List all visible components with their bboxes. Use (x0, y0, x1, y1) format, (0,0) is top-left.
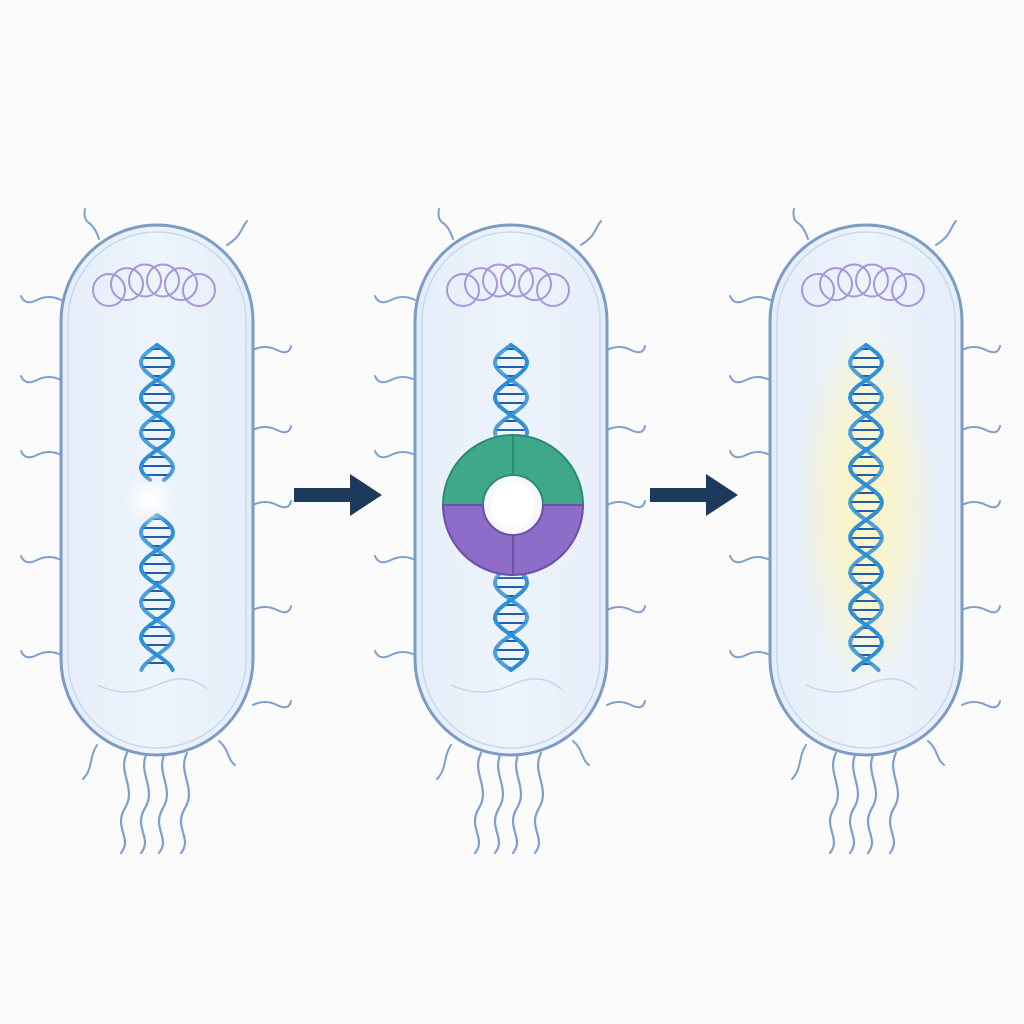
flagellum (253, 346, 291, 352)
process-arrow-1 (294, 474, 382, 516)
flagellum (962, 701, 1000, 707)
flagellum (375, 296, 415, 302)
flagellum (928, 741, 944, 765)
flagellum (573, 741, 589, 765)
flagellum (730, 376, 770, 382)
arrow-head (350, 474, 382, 516)
flagellum (730, 296, 770, 302)
flagellum (607, 501, 645, 507)
flagellum (607, 346, 645, 352)
flagellum (227, 221, 247, 245)
flagellum (21, 296, 61, 302)
flagellum (792, 745, 806, 779)
flagellum (439, 209, 454, 239)
flagellum (21, 651, 61, 657)
flagellum-tail (181, 753, 189, 853)
flagellum (85, 209, 100, 239)
flagellum (607, 701, 645, 707)
flagellum (253, 606, 291, 612)
flagellum (962, 606, 1000, 612)
flagellum (21, 556, 61, 562)
flagellum (375, 451, 415, 457)
flagellum (437, 745, 451, 779)
process-arrow-2 (650, 474, 738, 516)
flagellum-tail (850, 753, 858, 853)
flagellum (581, 221, 601, 245)
flagellum (21, 451, 61, 457)
cell-panel-repair-complex (375, 209, 645, 853)
flagellum-tail (830, 753, 838, 853)
flagellum (962, 346, 1000, 352)
cell-panel-repaired-dna (730, 209, 1000, 853)
flagellum (936, 221, 956, 245)
flagellum-tail (868, 753, 876, 853)
flagellum-tail (495, 753, 503, 853)
flagellum (375, 556, 415, 562)
flagellum (375, 651, 415, 657)
flagellum-tail (535, 753, 543, 853)
cell-panel-broken-dna (21, 209, 291, 853)
flagellum (219, 741, 235, 765)
flagellum (730, 556, 770, 562)
flagellum (794, 209, 809, 239)
arrow-shaft (650, 488, 710, 502)
flagellum (83, 745, 97, 779)
arrow-head (706, 474, 738, 516)
flagellum-tail (513, 753, 521, 853)
flagellum (607, 426, 645, 432)
flagellum (375, 376, 415, 382)
flagellum-tail (890, 753, 898, 853)
flagellum (730, 451, 770, 457)
complex-pore (491, 483, 535, 527)
flagellum-tail (141, 753, 149, 853)
arrow-shaft (294, 488, 354, 502)
flagellum (253, 701, 291, 707)
repair-protein-complex (431, 423, 595, 587)
flagellum (21, 376, 61, 382)
flagellum (253, 501, 291, 507)
flagellum (962, 501, 1000, 507)
flagellum (730, 651, 770, 657)
flagellum-tail (475, 753, 483, 853)
flagellum (962, 426, 1000, 432)
flagellum (253, 426, 291, 432)
flagellum-tail (121, 753, 129, 853)
flagellum-tail (159, 753, 167, 853)
double-strand-break (123, 474, 175, 526)
flagellum (607, 606, 645, 612)
